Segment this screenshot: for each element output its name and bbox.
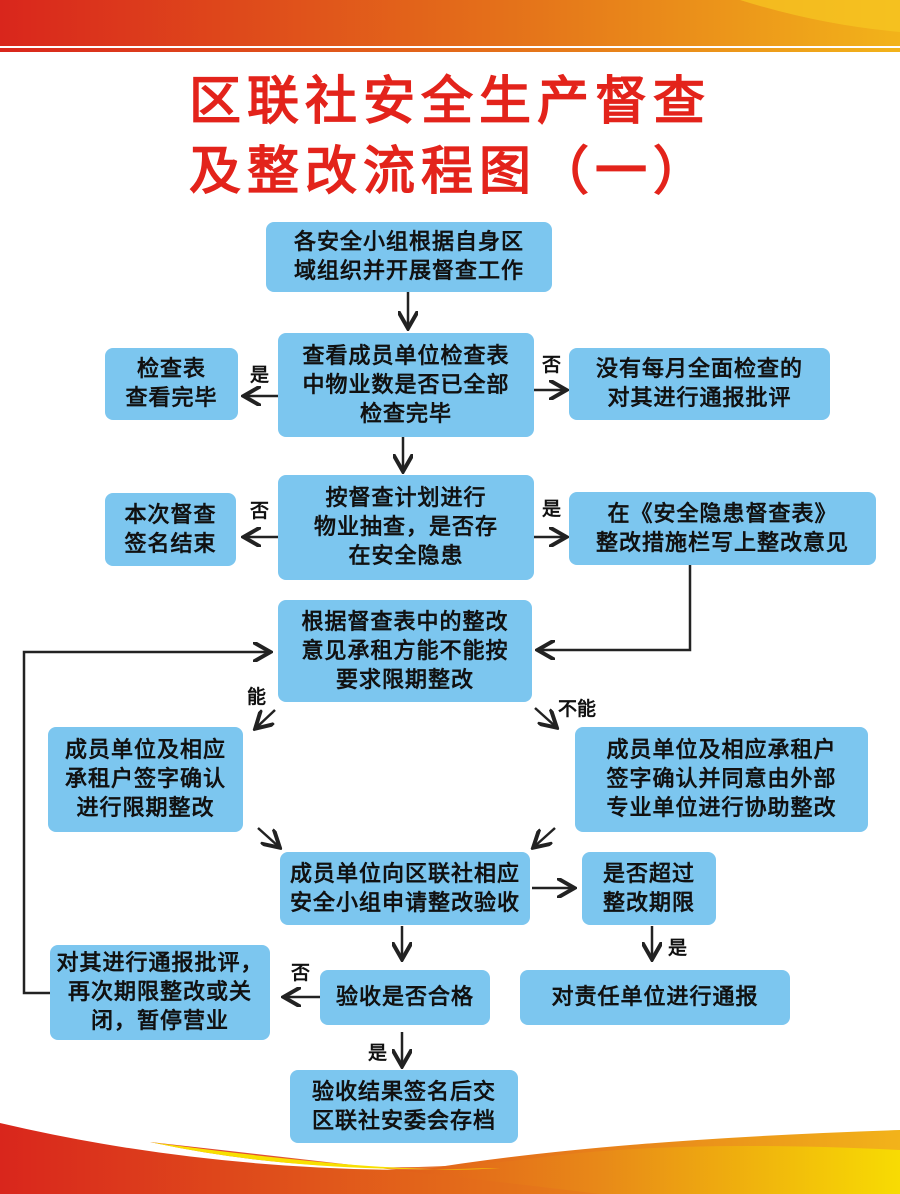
label-yes: 是 — [542, 498, 562, 520]
node-spot-check: 按督查计划进行 物业抽查，是否存 在安全隐患 — [278, 475, 534, 580]
node-self-rectify: 成员单位及相应 承租户签字确认 进行限期整改 — [48, 727, 243, 832]
label-yes: 是 — [250, 364, 270, 386]
label-can: 能 — [247, 686, 267, 708]
label-cannot: 不能 — [558, 698, 597, 720]
node-assist-rectify: 成员单位及相应承租户 签字确认并同意由外部 专业单位进行协助整改 — [575, 727, 868, 832]
node-start: 各安全小组根据自身区 域组织并开展督查工作 — [266, 222, 552, 292]
flow-arrows — [22, 292, 692, 1064]
title-line-2: 及整改流程图（一） — [188, 142, 711, 202]
node-criticize: 对其进行通报批评， 再次期限整改或关 闭，暂停营业 — [50, 945, 270, 1040]
node-sign-end: 本次督查 签名结束 — [105, 493, 236, 566]
label-no: 否 — [542, 354, 562, 376]
node-apply-accept: 成员单位向区联社相应 安全小组申请整改验收 — [280, 852, 530, 925]
label-no: 否 — [291, 962, 311, 984]
node-notify-unit: 对责任单位进行通报 — [520, 970, 790, 1025]
node-can-rectify: 根据督查表中的整改 意见承租方能不能按 要求限期整改 — [278, 600, 532, 702]
label-yes: 是 — [368, 1042, 388, 1064]
node-overdue: 是否超过 整改期限 — [582, 852, 716, 925]
node-write-opinion: 在《安全隐患督查表》 整改措施栏写上整改意见 — [569, 492, 876, 565]
label-yes: 是 — [668, 937, 688, 959]
node-archive: 验收结果签名后交 区联社安委会存档 — [290, 1070, 518, 1143]
node-accept-ok: 验收是否合格 — [320, 970, 490, 1025]
node-no-monthly: 没有每月全面检查的 对其进行通报批评 — [569, 348, 830, 420]
node-check-table: 查看成员单位检查表 中物业数是否已全部 检查完毕 — [278, 333, 534, 437]
label-no: 否 — [250, 500, 270, 522]
title-line-1: 区联社安全生产督查 — [188, 72, 711, 132]
node-check-done: 检查表 查看完毕 — [105, 348, 238, 420]
